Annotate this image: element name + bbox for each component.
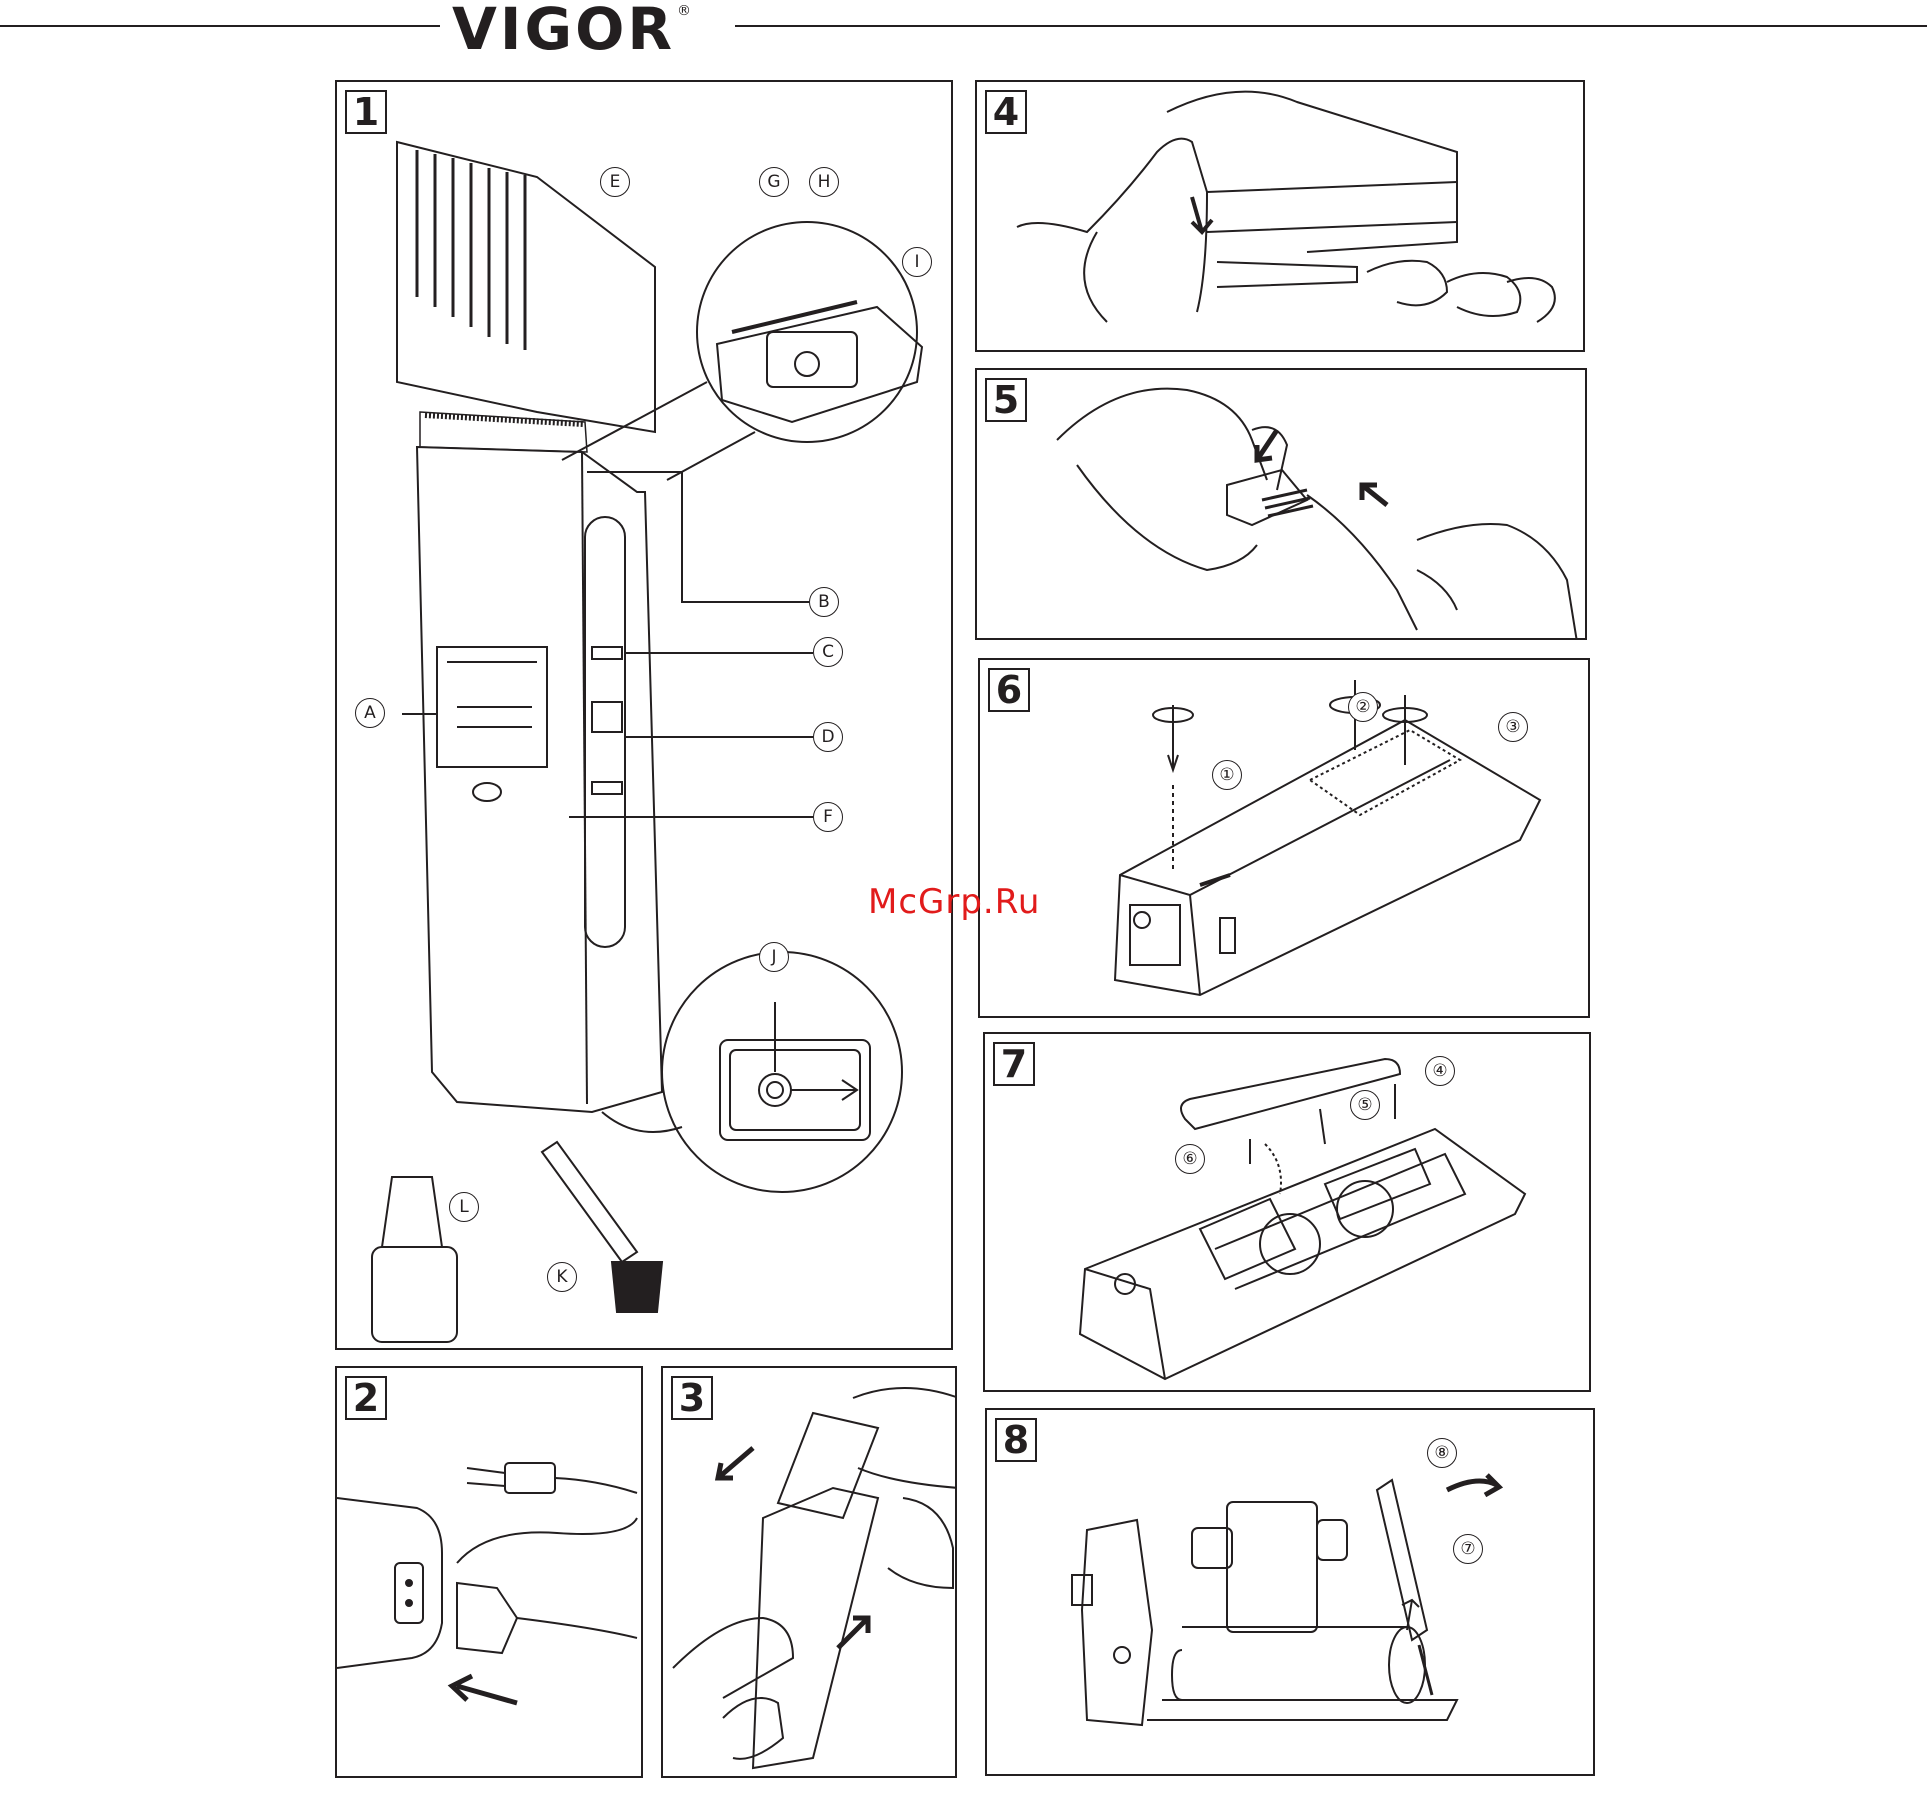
clipper-illustration bbox=[337, 82, 953, 1350]
attach-comb-illustration bbox=[663, 1368, 957, 1778]
callout-8: ⑧ bbox=[1427, 1438, 1457, 1468]
panel-number: 1 bbox=[345, 90, 387, 134]
callout-3: ③ bbox=[1498, 712, 1528, 742]
callout-e: E bbox=[600, 167, 630, 197]
panel-5-brush-blade: 5 bbox=[975, 368, 1587, 640]
panel-number: 4 bbox=[985, 90, 1027, 134]
panel-4-clean-blade: 4 bbox=[975, 80, 1585, 352]
callout-g: G bbox=[759, 167, 789, 197]
housing-screws-illustration bbox=[980, 660, 1590, 1018]
brush-blade-illustration bbox=[977, 370, 1587, 640]
panel-number: 8 bbox=[995, 1418, 1037, 1462]
callout-a: A bbox=[355, 698, 385, 728]
callout-h: H bbox=[809, 167, 839, 197]
callout-2: ② bbox=[1348, 692, 1378, 722]
callout-c: C bbox=[813, 637, 843, 667]
panel-8-remove-battery: 8 ⑧ ⑦ bbox=[985, 1408, 1595, 1776]
panel-2-power-connection: 2 bbox=[335, 1366, 643, 1778]
panel-3-attach-comb: 3 bbox=[661, 1366, 957, 1778]
internal-parts-illustration bbox=[985, 1034, 1591, 1392]
callout-4: ④ bbox=[1425, 1056, 1455, 1086]
registered-mark: ® bbox=[677, 3, 694, 19]
callout-f: F bbox=[813, 802, 843, 832]
callout-j: J bbox=[759, 942, 789, 972]
panel-number: 7 bbox=[993, 1042, 1035, 1086]
panel-number: 5 bbox=[985, 378, 1027, 422]
battery-removal-illustration bbox=[987, 1410, 1595, 1776]
panel-1-parts-diagram: 1 bbox=[335, 80, 953, 1350]
panel-7-open-housing: 7 ④ ⑤ ⑥ bbox=[983, 1032, 1591, 1392]
callout-d: D bbox=[813, 722, 843, 752]
panel-number: 6 bbox=[988, 668, 1030, 712]
brand-name: VIGOR bbox=[452, 0, 675, 63]
brand-logo: VIGOR® bbox=[452, 0, 692, 58]
callout-l: L bbox=[449, 1192, 479, 1222]
callout-5: ⑤ bbox=[1350, 1090, 1380, 1120]
power-cord-illustration bbox=[337, 1368, 643, 1778]
panel-6-remove-screws: 6 ① ② ③ bbox=[978, 658, 1590, 1018]
callout-i: I bbox=[902, 247, 932, 277]
callout-b: B bbox=[809, 587, 839, 617]
watermark-text: McGrp.Ru bbox=[868, 882, 1040, 922]
callout-7: ⑦ bbox=[1453, 1534, 1483, 1564]
panel-number: 3 bbox=[671, 1376, 713, 1420]
header-rule-left bbox=[0, 25, 440, 27]
callout-6: ⑥ bbox=[1175, 1144, 1205, 1174]
panel-number: 2 bbox=[345, 1376, 387, 1420]
callout-1: ① bbox=[1212, 760, 1242, 790]
header-rule-right bbox=[735, 25, 1927, 27]
remove-blade-illustration bbox=[977, 82, 1585, 352]
callout-k: K bbox=[547, 1262, 577, 1292]
